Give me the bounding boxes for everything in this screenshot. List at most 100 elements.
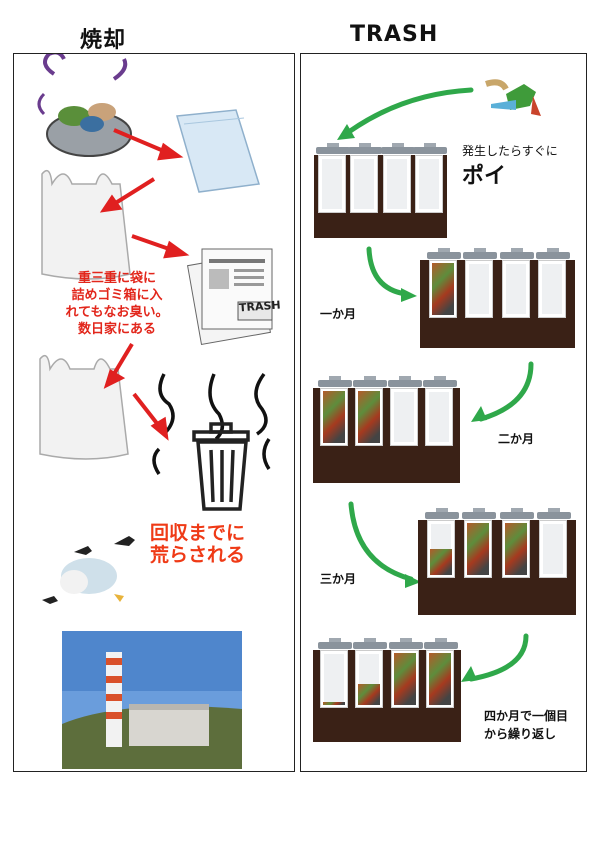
jar-neck xyxy=(474,248,487,253)
note-line: 重三重に袋に xyxy=(77,271,156,286)
compost-jar xyxy=(423,376,457,446)
green-arrow xyxy=(348,501,414,582)
jar-neck xyxy=(510,248,523,253)
jar-lid xyxy=(318,642,353,649)
jar-neck xyxy=(434,638,447,643)
compost-jar xyxy=(423,638,458,708)
jar-neck xyxy=(399,638,412,643)
food-scraps-icon xyxy=(485,79,541,116)
compost-fill xyxy=(430,549,453,575)
compost-fill xyxy=(393,653,416,705)
jar-lid xyxy=(499,252,534,259)
jar-neck xyxy=(359,143,372,148)
jar-lid xyxy=(425,512,460,519)
trash-can-icon xyxy=(192,422,250,511)
final-label: 四か月で一個目 から繰り返し xyxy=(484,707,568,743)
jar-neck xyxy=(364,638,377,643)
jar-neck xyxy=(434,376,446,381)
compost-jar xyxy=(463,248,498,318)
stage-label: 三か月 xyxy=(320,572,357,586)
jar-lid xyxy=(380,147,415,154)
green-arrow xyxy=(468,633,529,682)
jar-window xyxy=(542,264,563,314)
jar-window xyxy=(354,159,375,209)
right-title: TRASH xyxy=(350,22,439,47)
jar-neck xyxy=(436,508,449,513)
jar-lid xyxy=(353,642,388,649)
compost-jar xyxy=(380,143,415,213)
intro-small: 発生したらすぐに xyxy=(462,144,558,158)
jar-neck xyxy=(510,508,523,513)
jar-lid xyxy=(499,512,534,519)
compost-jar xyxy=(318,638,353,708)
compost-jar xyxy=(499,248,534,318)
jar-neck xyxy=(423,143,436,148)
stage-label: 二か月 xyxy=(498,432,535,446)
warning-text: 回収までに 荒らされる xyxy=(150,522,245,566)
compost-box xyxy=(313,376,460,483)
jar-lid xyxy=(426,252,461,259)
jar-lid xyxy=(316,147,351,154)
bag-note: 重三重に袋に 詰めゴミ箱に入 れてもなお臭い。 数日家にある xyxy=(52,270,182,338)
compost-jar xyxy=(462,508,497,578)
shopping-bag-icon xyxy=(41,169,131,280)
compost-jar xyxy=(318,376,352,446)
jar-neck xyxy=(364,376,376,381)
newspaper-icon xyxy=(187,248,273,346)
plastic-bag-icon xyxy=(176,109,260,193)
jar-neck xyxy=(329,376,341,381)
jar-neck xyxy=(547,508,560,513)
compost-jar xyxy=(426,248,461,318)
compost-fill xyxy=(358,391,380,443)
compost-fill xyxy=(323,702,346,705)
final-line: 四か月で一個目 xyxy=(484,709,569,723)
jar-neck xyxy=(399,376,411,381)
compost-jar xyxy=(388,638,423,708)
warning-line: 荒らされる xyxy=(150,544,246,566)
jar-neck xyxy=(547,248,560,253)
jar-neck xyxy=(437,248,450,253)
compost-box xyxy=(313,638,461,742)
left-illustrations xyxy=(37,54,273,769)
compost-jar xyxy=(353,376,387,446)
compost-jar xyxy=(536,248,571,318)
note-line: 詰めゴミ箱に入 xyxy=(71,288,163,303)
compost-box xyxy=(420,248,575,348)
jar-neck xyxy=(473,508,486,513)
jar-lid xyxy=(348,147,383,154)
compost-jar xyxy=(388,376,422,446)
crows-icon xyxy=(42,530,135,604)
left-title: 焼却 xyxy=(80,28,127,53)
jar-window xyxy=(418,159,439,209)
jar-lid xyxy=(423,380,457,387)
jar-window xyxy=(386,159,407,209)
jar-window xyxy=(505,264,526,314)
compost-fill xyxy=(323,391,345,443)
green-arrow xyxy=(343,87,474,137)
compost-jar xyxy=(348,143,383,213)
jar-window xyxy=(394,392,414,442)
red-arrows xyxy=(99,128,190,441)
jar-lid xyxy=(388,642,423,649)
right-arrows xyxy=(337,79,541,682)
compost-jar xyxy=(316,143,351,213)
warning-line: 回収までに xyxy=(150,522,246,544)
note-line: 数日家にある xyxy=(77,322,156,337)
jar-window xyxy=(542,524,563,574)
compost-jar xyxy=(425,508,460,578)
jar-lid xyxy=(423,642,458,649)
compost-fill xyxy=(467,523,490,575)
note-line: れてもなお臭い。 xyxy=(65,305,169,320)
jar-lid xyxy=(536,252,571,259)
compost-jar xyxy=(353,638,388,708)
compost-fill xyxy=(431,263,454,315)
smell-lines-icon xyxy=(152,372,271,475)
jar-window xyxy=(429,392,449,442)
compost-fill xyxy=(358,684,381,705)
compost-box xyxy=(418,508,576,615)
green-arrow xyxy=(478,361,534,422)
green-arrow xyxy=(366,246,409,297)
jar-lid xyxy=(353,380,387,387)
jar-lid xyxy=(536,512,571,519)
jar-window xyxy=(469,264,490,314)
